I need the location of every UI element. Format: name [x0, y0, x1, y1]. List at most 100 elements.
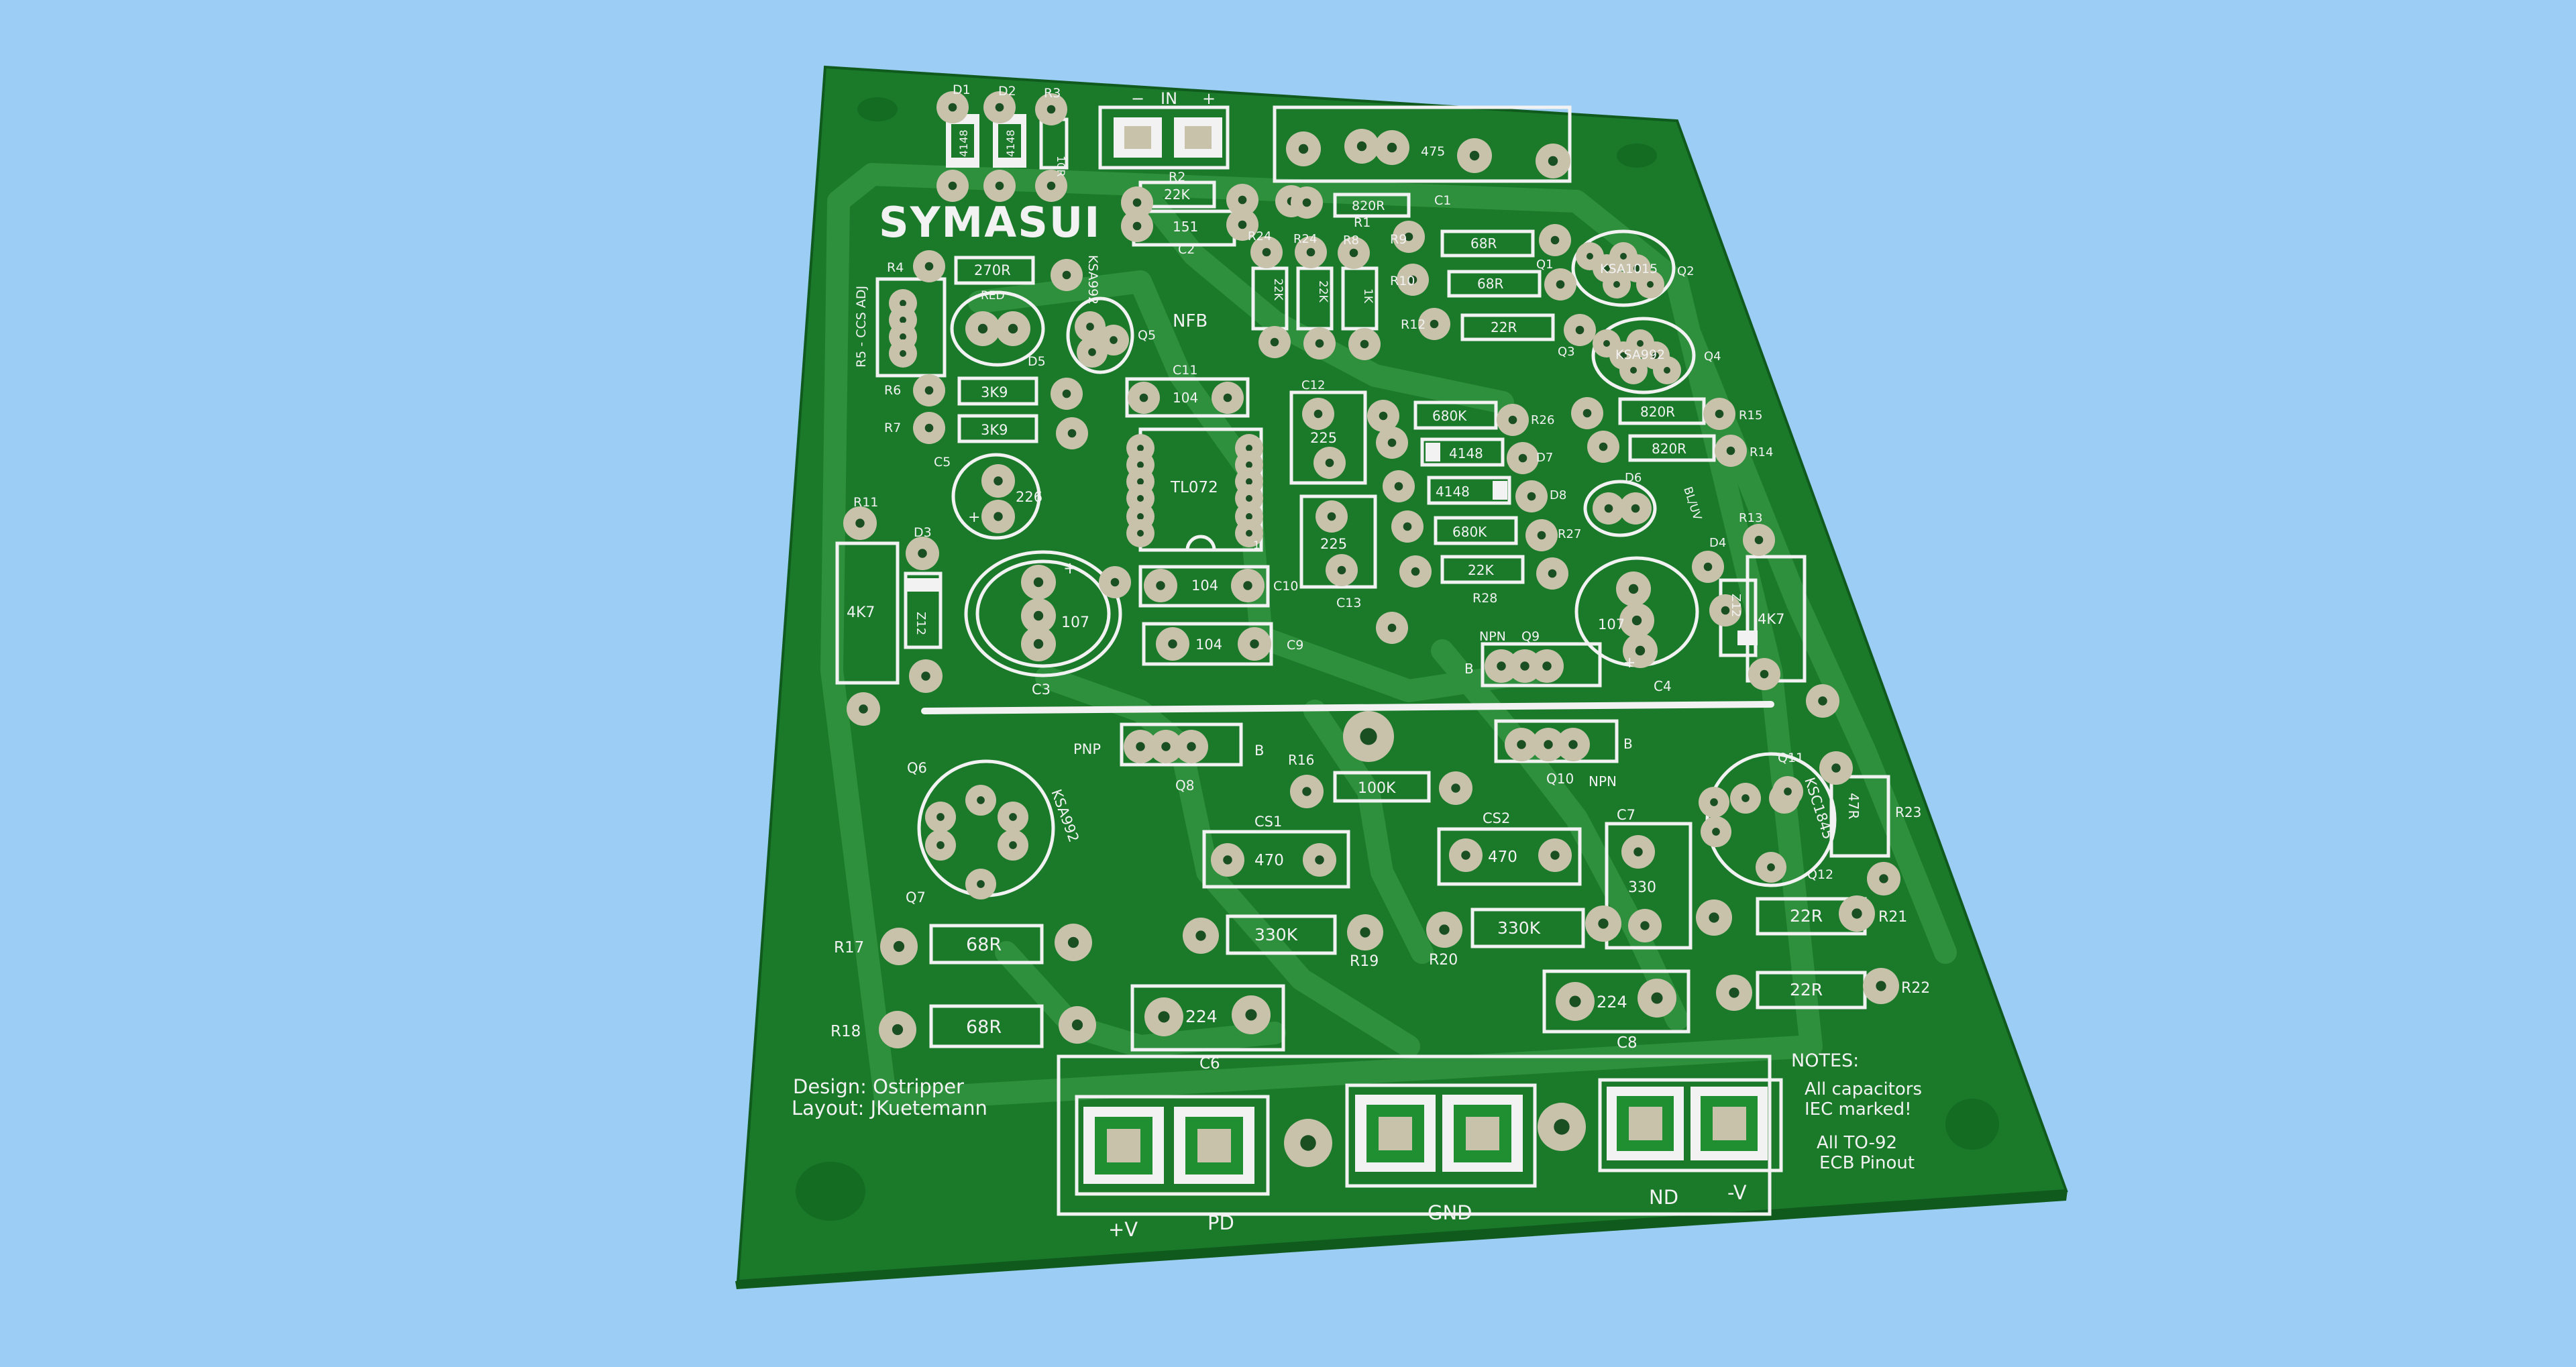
pad-drill-hole — [1851, 908, 1862, 919]
pad-drill-hole — [1548, 156, 1558, 166]
input-title: IN — [1161, 89, 1177, 108]
pad-drill-hole — [1067, 936, 1079, 948]
r19-outline — [1226, 914, 1337, 955]
label-r20: R20 — [1429, 952, 1458, 969]
trace — [1303, 700, 1434, 964]
pad-drill-hole — [1651, 992, 1663, 1004]
pad-drill-hole — [948, 103, 957, 112]
pad-drill-hole — [1136, 742, 1145, 751]
label-cs1: CS1 — [1254, 814, 1282, 830]
label-r17: R17 — [834, 939, 864, 956]
pad-drill-hole — [1168, 639, 1177, 649]
label-r12: R12 — [1401, 317, 1426, 332]
r20-outline — [1470, 908, 1585, 948]
c6-outline — [1130, 984, 1285, 1052]
terminal-label-gnd: GND — [1428, 1201, 1472, 1224]
d1-inner — [951, 124, 974, 158]
label-c5: C5 — [934, 455, 951, 470]
pad-drill-hole — [1620, 253, 1627, 260]
pad-drill-hole — [1158, 1011, 1170, 1023]
value-r8: 1K — [1361, 288, 1375, 304]
pad-drill-hole — [1633, 265, 1640, 272]
label-c12: C12 — [1301, 378, 1325, 392]
label-r15: R15 — [1739, 408, 1762, 423]
chip-475: 475 — [1421, 144, 1445, 159]
pad-drill-hole — [1137, 461, 1144, 468]
pad-drill-hole — [1439, 924, 1450, 935]
pad-drill-hole — [1067, 429, 1077, 438]
pad-drill-hole — [1550, 851, 1560, 860]
r9-outline — [1440, 229, 1535, 258]
value-r24-text: 22K — [1316, 280, 1330, 303]
label-r11: R11 — [853, 495, 878, 510]
trace — [1035, 666, 1420, 1058]
pad-drill-hole — [1156, 581, 1165, 590]
value-r22: 22R — [1790, 980, 1823, 999]
pad-drill-hole — [1451, 783, 1460, 793]
pad-drill-hole — [1587, 253, 1593, 260]
r4-outline — [954, 256, 1035, 285]
pad-drill-hole — [1071, 1019, 1083, 1031]
c3-outline — [964, 550, 1122, 677]
value-r25: 22K — [1271, 278, 1285, 301]
label-ic-pin1: 1 — [1253, 539, 1260, 551]
silkscreen-outlines — [835, 105, 1890, 1216]
pad-drill-hole — [924, 386, 934, 395]
c8-outline — [1542, 969, 1690, 1034]
value-d1: 4148 — [957, 129, 970, 157]
pad-drill-hole — [1508, 415, 1517, 425]
value-cs2: 470 — [1488, 849, 1517, 866]
pad-drill-hole — [1246, 530, 1252, 537]
c1-chip-outline — [1273, 105, 1572, 183]
label-r2: R2 — [1169, 170, 1185, 184]
label-q1q2: KSA1015 — [1600, 262, 1658, 276]
value-r17: 68R — [966, 934, 1002, 955]
pad-drill-hole — [1302, 787, 1311, 796]
pad-drill-hole — [1741, 794, 1750, 802]
label-c1: C1 — [1434, 193, 1451, 208]
c11-outline — [1125, 377, 1250, 418]
value-c9: 104 — [1195, 637, 1222, 653]
pad-drill-hole — [1223, 393, 1232, 402]
value-r18: 68R — [966, 1017, 1002, 1038]
pad-drill-hole — [1349, 248, 1358, 258]
pad-drill-hole — [1544, 740, 1553, 749]
pad-drill-hole — [1033, 610, 1044, 621]
label-q7: Q7 — [906, 889, 926, 906]
value-d8: 4148 — [1436, 484, 1470, 500]
pad-drill-hole — [1527, 492, 1536, 501]
label-r9: R9 — [1390, 232, 1407, 247]
r18-outline — [929, 1004, 1044, 1048]
trace — [995, 941, 1286, 1058]
pad-drill-hole — [1009, 813, 1017, 821]
pad-drill-hole — [994, 512, 1003, 521]
label-ic: TL072 — [1170, 479, 1218, 496]
pad-drill-hole — [1062, 389, 1071, 398]
pad-drill-hole — [1306, 248, 1316, 257]
pad-drill-hole — [1582, 408, 1592, 418]
value-r27: 680K — [1452, 524, 1487, 540]
pad-drill-hole — [1327, 512, 1336, 521]
pad-drill-hole — [1086, 323, 1094, 331]
r8-outline — [1341, 266, 1379, 331]
input-pad-copper — [1185, 126, 1212, 149]
c5-outline — [951, 453, 1041, 540]
pad-drill-hole — [1604, 504, 1613, 513]
terminal-vpd-outline — [1075, 1095, 1270, 1196]
pad-drill-hole — [900, 300, 906, 307]
label-q2: Q2 — [1677, 264, 1695, 278]
terminal-pad-copper — [1197, 1129, 1231, 1162]
label-q6: Q6 — [907, 760, 927, 776]
pad-drill-hole — [1633, 847, 1643, 857]
pad-drill-hole — [1262, 248, 1271, 257]
value-c5: 226 — [1016, 489, 1042, 505]
value-r16: 100K — [1358, 780, 1396, 797]
label-r26: R26 — [1531, 413, 1554, 427]
pad-drill-hole — [1062, 270, 1071, 280]
plus-c5: + — [968, 509, 980, 526]
notes-line2: IEC marked! — [1805, 1099, 1912, 1119]
q9-outline — [1481, 642, 1602, 688]
q3-q4-outline — [1591, 317, 1696, 394]
pad-drill-hole — [1033, 639, 1044, 649]
